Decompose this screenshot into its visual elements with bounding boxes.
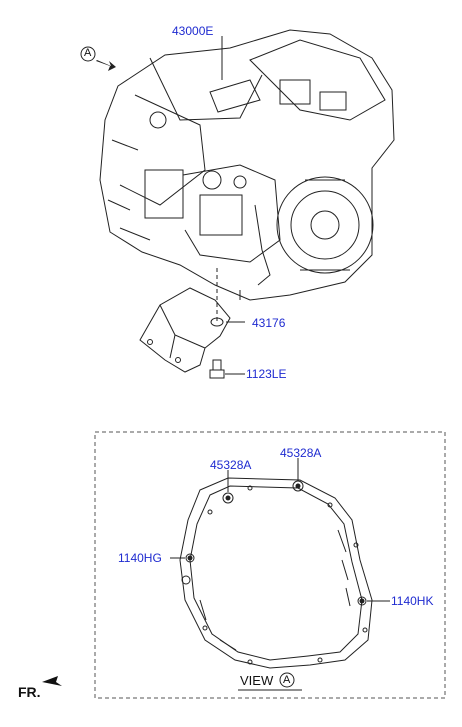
label-plug-left[interactable]: 45328A <box>210 458 252 472</box>
label-pin-right[interactable]: 1140HK <box>391 594 434 608</box>
label-pin-left[interactable]: 1140HG <box>118 551 162 565</box>
gasket-leader-lines <box>170 458 390 602</box>
label-bracket[interactable]: 43176 <box>252 316 286 330</box>
label-plug-right[interactable]: 45328A <box>280 446 322 460</box>
label-assembly[interactable]: 43000E <box>172 24 214 38</box>
gasket[interactable] <box>179 477 373 669</box>
view-a-marker[interactable] <box>80 46 116 71</box>
view-caption-circle <box>279 672 295 688</box>
label-bolt[interactable]: 1123LE <box>246 367 287 381</box>
view-caption-letter: A <box>283 674 291 686</box>
gasket-callout-points <box>187 483 365 604</box>
front-direction-arrow-icon <box>42 676 62 686</box>
bracket-43176[interactable] <box>139 287 231 373</box>
view-marker-letter: A <box>84 47 92 59</box>
view-caption-text: VIEW <box>240 673 274 688</box>
transmission-assembly[interactable] <box>99 29 395 301</box>
bolt-1123le[interactable] <box>209 359 225 379</box>
front-direction-label: FR. <box>18 684 41 700</box>
view-a-frame <box>94 431 446 699</box>
